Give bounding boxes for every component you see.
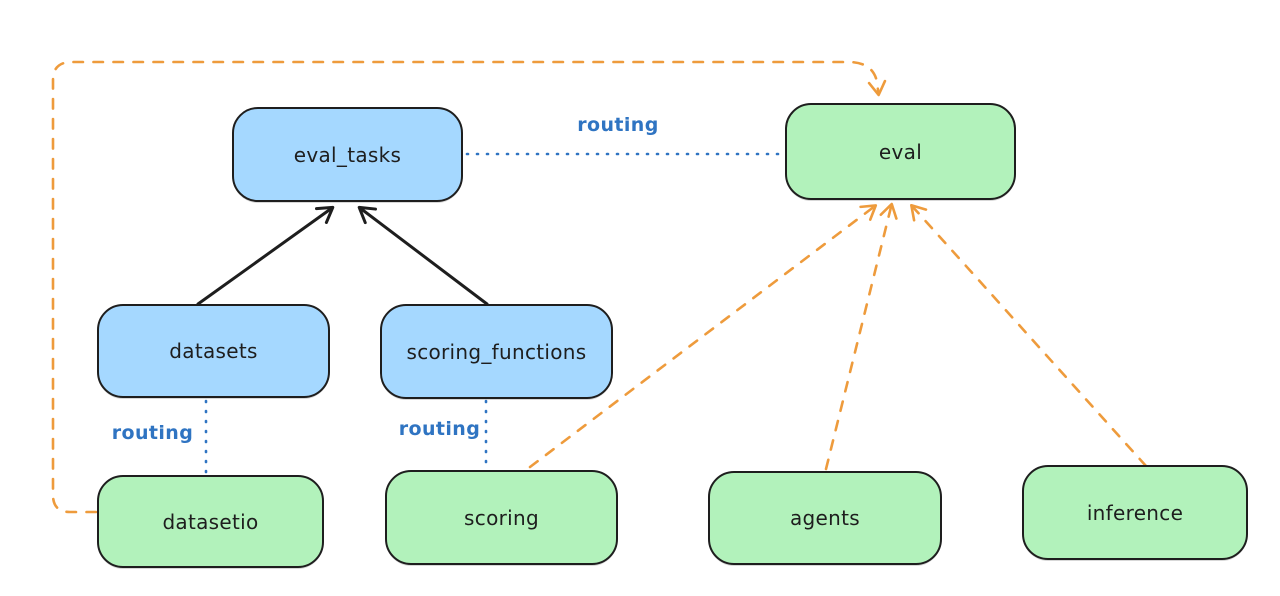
node-datasets-label: datasets [169,339,258,363]
node-datasetio-label: datasetio [162,509,259,534]
node-agents[interactable]: agents [708,471,942,565]
node-eval-tasks-label: eval_tasks [293,142,402,167]
node-scoring-functions-label: scoring_functions [406,339,587,364]
edge-datasets-to-eval-tasks[interactable] [196,205,335,306]
node-eval[interactable]: eval [785,103,1016,200]
edge-scoring-to-eval[interactable] [528,204,878,469]
edge-agents-to-eval[interactable] [824,202,898,471]
node-scoring[interactable]: scoring [385,470,618,565]
node-eval-label: eval [878,139,923,164]
node-inference-label: inference [1086,500,1184,525]
edge-inference-to-eval[interactable] [910,203,1148,468]
node-scoring-label: scoring [464,505,539,530]
node-eval-tasks[interactable]: eval_tasks [232,107,463,202]
node-agents-label: agents [790,506,860,530]
node-datasetio[interactable]: datasetio [97,475,324,568]
edge-label-routing-eval-tasks-eval: routing [577,114,659,136]
node-scoring-functions[interactable]: scoring_functions [380,304,613,399]
node-inference[interactable]: inference [1022,465,1248,560]
edge-label-routing-scoring-functions-scoring: routing [398,418,481,440]
edge-label-routing-datasets-datasetio: routing [111,422,194,444]
node-datasets[interactable]: datasets [97,304,330,398]
edge-datasetio-to-eval[interactable] [51,60,887,514]
edge-scoring-functions-to-eval-tasks[interactable] [357,205,489,306]
